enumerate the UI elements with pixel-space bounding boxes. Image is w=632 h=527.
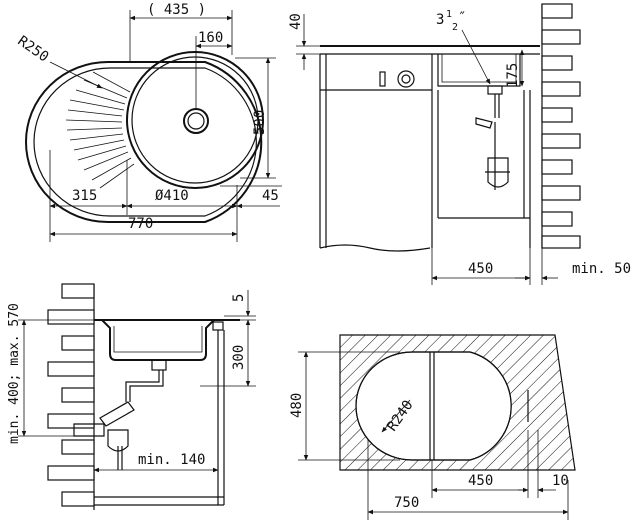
brick-wall-bottom: [47, 283, 95, 510]
dim-rim: 5: [231, 294, 247, 302]
dim-total-width: 770: [128, 216, 153, 232]
dim-rim-height: 40: [288, 13, 304, 30]
dim-trap-size-num: 1: [446, 9, 452, 20]
drainer-grooves: [65, 71, 135, 189]
overflow-icon: [379, 71, 386, 87]
section-view: 5 300 min. 400; max. 570 min. 140: [7, 283, 256, 510]
dim-cutout-radius: R240: [384, 397, 416, 434]
dim-outlet-height: 175: [505, 63, 521, 88]
dim-corner-radius: R250: [15, 33, 52, 65]
sink-outline: [25, 61, 263, 223]
side-view: 3 1 2 ″ 40 175 450: [288, 3, 631, 285]
dim-bowl-diameter: Ø410: [155, 188, 189, 204]
dim-trap-size: 3: [436, 12, 444, 28]
dim-wall-gap: min. 50: [572, 261, 631, 277]
brick-wall-top: [541, 3, 581, 249]
dim-edge-offset: 45: [262, 188, 279, 204]
dim-cutout-inner: 450: [468, 473, 493, 489]
dim-cutout-total: 750: [394, 495, 419, 511]
dim-bowl-offset: 160: [198, 30, 223, 46]
dim-depth: 500: [252, 110, 268, 135]
dim-trap-size-unit: ″: [458, 10, 466, 26]
countertop-cutout: [339, 334, 576, 471]
drain-icon: [183, 108, 209, 134]
dim-cabinet-width: 450: [468, 261, 493, 277]
dim-mount-height: min. 400; max. 570: [7, 303, 22, 444]
dim-bowl-depth: 300: [231, 345, 247, 370]
dim-drainer-width: 315: [72, 188, 97, 204]
dim-overall-width-paren: ( 435 ): [147, 2, 206, 18]
dim-cutout-edge: 10: [552, 473, 569, 489]
dim-side-clearance: min. 140: [138, 452, 205, 468]
top-view: R250 ( 435 ) 160 500 315 Ø410 45 770: [15, 2, 282, 242]
dim-trap-size-den: 2: [452, 22, 458, 33]
bowl-circle: [126, 51, 264, 189]
dim-cutout-depth-text: 480: [289, 393, 305, 418]
cutout-view: R240 480 450 10 750: [289, 334, 576, 520]
